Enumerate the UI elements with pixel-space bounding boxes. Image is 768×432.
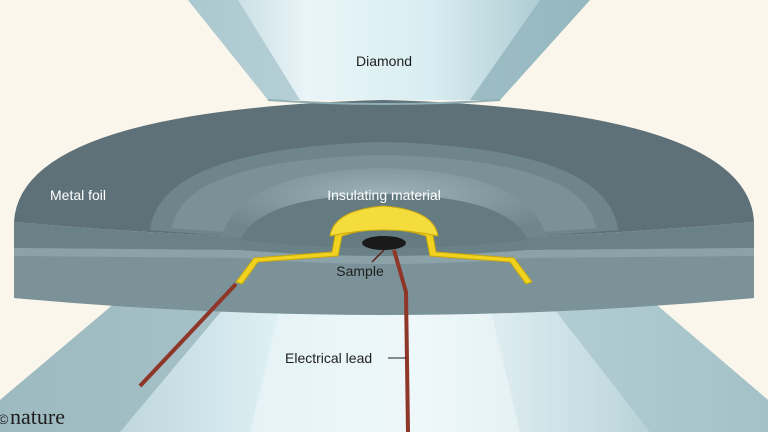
- label-sample: Sample: [336, 263, 384, 279]
- brand-name: nature: [10, 404, 65, 429]
- sample-disk: [362, 236, 406, 250]
- insulating-layer: [235, 205, 533, 285]
- copyright-symbol: ©: [0, 411, 9, 427]
- label-electrical-lead: Electrical lead: [285, 350, 372, 366]
- top-diamond: [188, 0, 590, 105]
- label-metal-foil: Metal foil: [50, 187, 106, 203]
- label-diamond: Diamond: [356, 53, 412, 69]
- label-insulating-material: Insulating material: [327, 187, 441, 203]
- electrical-leads: [138, 249, 410, 432]
- nature-logo: © nature: [0, 404, 65, 429]
